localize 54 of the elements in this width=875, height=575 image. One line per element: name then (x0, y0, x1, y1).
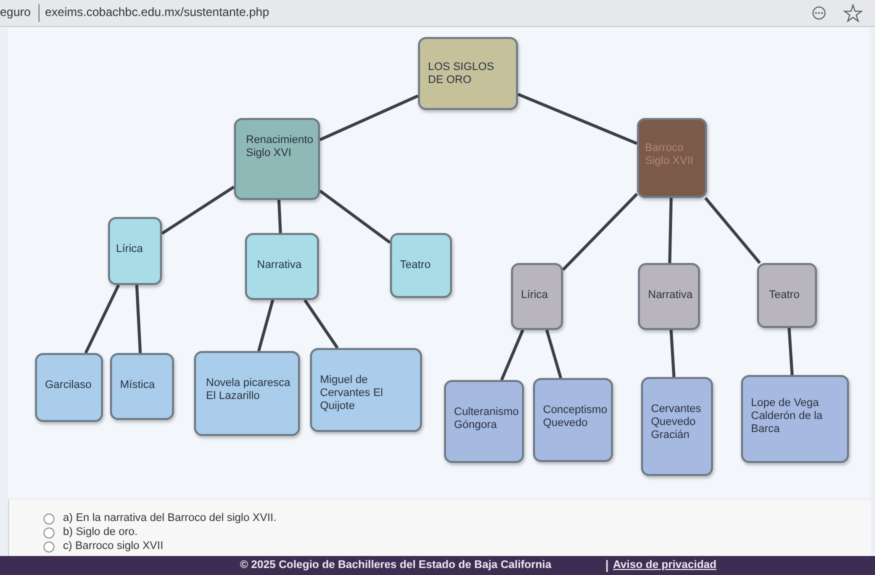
node-text: Narrativa (648, 289, 691, 302)
concept-box (641, 377, 713, 476)
node-text: Garcilaso (45, 379, 92, 392)
connector-line (319, 190, 391, 244)
connector-line (257, 300, 274, 352)
concept-box (245, 233, 319, 300)
connector-line (84, 284, 120, 354)
concept-box (310, 348, 422, 432)
concept-box (194, 351, 300, 436)
concept-box (444, 380, 524, 463)
connector-line (135, 284, 142, 354)
node-text: Cervantes Quevedo Gracián (651, 403, 702, 443)
connector-line (545, 330, 562, 378)
node-text: Lírica (521, 289, 549, 302)
connector-line (562, 192, 638, 271)
node-text: Mística (120, 379, 156, 392)
concept-box (757, 263, 817, 328)
connector-line (319, 94, 419, 142)
concept-box (234, 118, 320, 200)
concept-box (390, 233, 452, 298)
concept-box (741, 375, 849, 463)
browser-text: eguro (0, 5, 31, 19)
footer-text: © 2025 Colegio de Bachilleres del Estado de Baja California (240, 559, 552, 571)
connector-line (161, 186, 235, 235)
concept-box (637, 118, 707, 198)
node-text: Renacimiento Siglo XVI (246, 134, 311, 160)
node-text: Narrativa (257, 259, 303, 272)
node-text: Lope de Vega Calderón de la Barca (751, 397, 824, 437)
concept-box (110, 353, 174, 420)
connector-line (500, 329, 524, 381)
connector-line (517, 92, 638, 145)
concept-box (533, 378, 613, 462)
node-text: Lírica (116, 243, 144, 256)
concept-box (638, 263, 700, 330)
privacy-link: Aviso de privacidad (613, 559, 717, 571)
connector-line (788, 328, 794, 376)
connector-line (668, 198, 673, 264)
connector-line (704, 197, 761, 264)
connector-line (670, 330, 676, 378)
connector-line (304, 299, 339, 349)
concept-box (35, 353, 103, 422)
node-text: Miguel de Cervantes El Quijote (320, 374, 384, 414)
node-text: LOS SIGLOS DE ORO (428, 61, 496, 88)
connector-line (277, 200, 282, 234)
node-text: Novela picaresca El Lazarillo (206, 377, 291, 404)
concept-box (418, 37, 518, 110)
node-text: Teatro (769, 289, 801, 302)
concept-box (108, 217, 162, 285)
node-text: Teatro (400, 259, 432, 272)
answer-option: b) Siglo de oro. (63, 526, 138, 538)
concept-box (511, 263, 563, 330)
url-text: exeims.cobachbc.edu.mx/sustentante.php (45, 5, 270, 19)
answer-option: c) Barroco siglo XVII (63, 540, 164, 552)
answer-option: a) En la narrativa del Barroco del siglo XVII. (63, 512, 276, 524)
